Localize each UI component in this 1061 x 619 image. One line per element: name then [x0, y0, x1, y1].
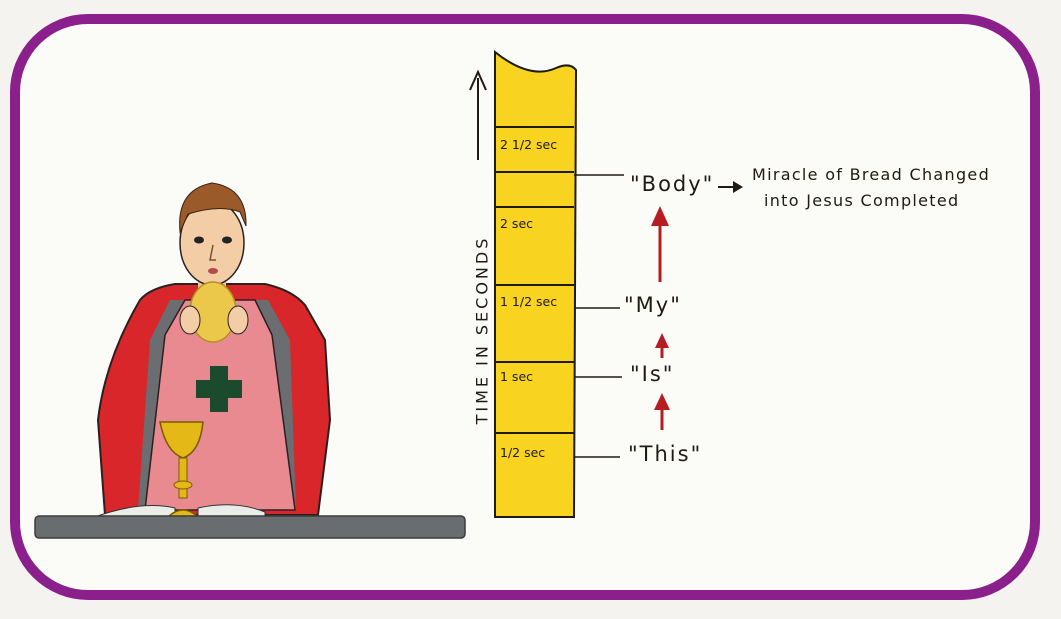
tick-label: 1 1/2 sec	[500, 294, 557, 309]
red-arrow-icon	[655, 333, 669, 348]
red-arrow-icon	[654, 393, 670, 410]
tick-label: 2 1/2 sec	[500, 137, 557, 152]
right-arrow-icon	[733, 181, 743, 193]
word-is: "Is"	[630, 362, 674, 386]
tick-label: 1 sec	[500, 369, 533, 384]
red-arrow-icon	[651, 206, 669, 226]
time-axis-label: TIME IN SECONDS	[473, 236, 492, 425]
miracle-note-line2: into Jesus Completed	[764, 189, 959, 213]
tick-label: 2 sec	[500, 216, 533, 231]
tick-label: 1/2 sec	[500, 445, 545, 460]
word-body: "Body"	[630, 172, 714, 196]
word-my: "My"	[624, 293, 682, 317]
miracle-note-line1: Miracle of Bread Changed	[752, 163, 990, 187]
word-this: "This"	[628, 442, 702, 466]
